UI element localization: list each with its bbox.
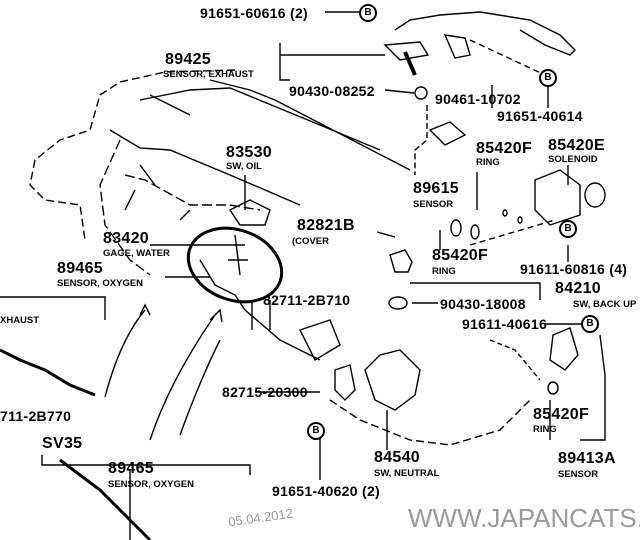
part-description: RING: [432, 266, 456, 277]
part-number: 85420F: [476, 140, 533, 157]
part-number: 711-2B770: [0, 408, 72, 424]
part-description: SENSOR, OXYGEN: [108, 479, 195, 490]
part-description: (COVER: [292, 236, 329, 247]
ref-marker-b: B: [359, 4, 377, 22]
ref-marker-b: B: [559, 220, 577, 238]
part-number: 90430-18008: [440, 296, 526, 312]
part-number: 89425: [165, 51, 211, 68]
part-description: RING: [533, 424, 557, 435]
part-number: 89615: [413, 180, 459, 197]
part-number: 89465: [57, 260, 103, 277]
part-number: 91611-60816 (4): [520, 261, 628, 277]
part-description: SENSOR, OXYGEN: [57, 278, 144, 289]
part-number: 91611-40616: [462, 316, 548, 332]
part-number: 85420F: [432, 247, 489, 264]
part-number: 91651-40614: [497, 108, 583, 124]
part-number: 85420E: [548, 137, 605, 154]
part-description: SW, NEUTRAL: [374, 468, 440, 479]
part-description: SOLENOID: [548, 154, 598, 165]
part-number: 90461-10702: [435, 91, 521, 107]
ref-marker-b: B: [307, 422, 325, 440]
part-number: 83530: [226, 144, 272, 161]
part-number: 91651-60616 (2): [200, 5, 309, 21]
part-number: 82821B: [297, 217, 355, 234]
ref-marker-b: B: [539, 69, 557, 87]
part-description: SENSOR: [413, 199, 454, 210]
part-number: 82711-2B710: [263, 292, 351, 308]
part-number: 89413A: [558, 450, 616, 467]
part-description: SW, OIL: [226, 161, 262, 172]
part-number: SV35: [42, 435, 83, 452]
part-description: SENSOR: [558, 469, 599, 480]
part-number: 84210: [555, 280, 601, 297]
part-number: 89465: [108, 460, 154, 477]
part-description: GAGE, WATER: [103, 248, 170, 259]
part-description: SENSOR, EXHAUST: [163, 69, 254, 80]
part-number: 84540: [374, 449, 420, 466]
part-number: 85420F: [533, 406, 590, 423]
watermark: WWW.JAPANCATS.RU: [408, 503, 640, 533]
part-number: 82715-20300: [222, 384, 308, 400]
part-description: SW, BACK UP: [573, 299, 637, 310]
part-description: RING: [476, 157, 500, 168]
part-number: 91651-40620 (2): [272, 483, 381, 499]
ref-marker-b: B: [581, 315, 599, 333]
part-description-cut: XHAUST: [0, 315, 40, 326]
part-number: 83420: [103, 230, 149, 247]
part-number: 90430-08252: [289, 83, 375, 99]
